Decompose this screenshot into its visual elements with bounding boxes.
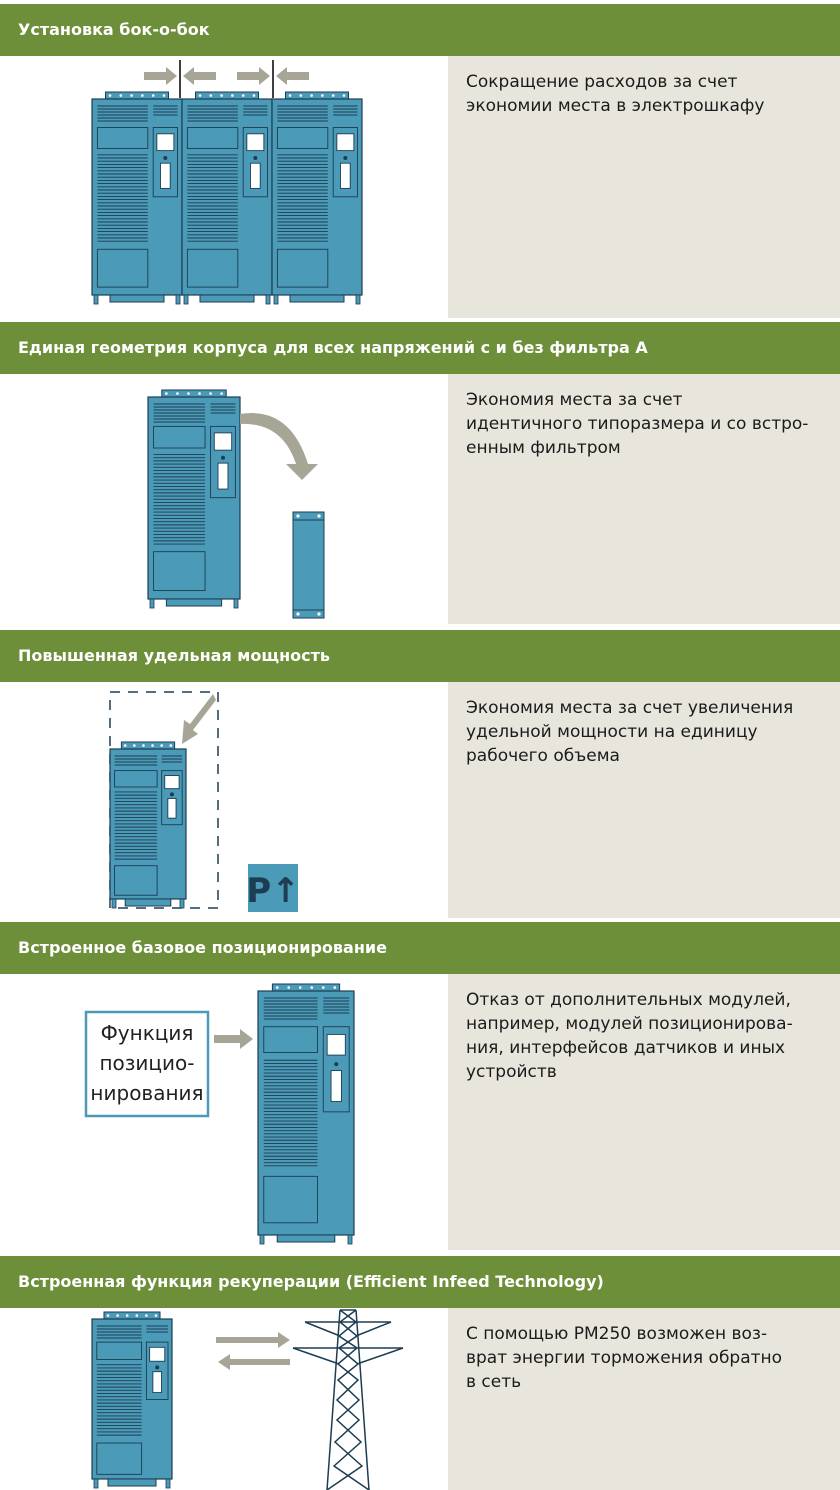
section-description: С помощью PM250 возможен воз- врат энерг… [466,1324,783,1392]
arrow-left-icon [218,1354,290,1370]
arrows-inward [144,60,309,98]
section-side-by-side: Установка бок-о-бок [0,4,840,318]
filter-module-icon [292,511,325,619]
recuperation-illustration [91,1309,404,1490]
power-density-illustration: P↑ [109,691,300,912]
section-description: Экономия места за счет увеличения удельн… [466,698,794,766]
section-description: Отказ от дополнительных модулей, наприме… [466,990,793,1082]
section-recuperation: Встроенная функция рекуперации (Efficien… [0,1256,840,1490]
curved-arrow-icon [240,413,318,480]
description-cell: Отказ от дополнительных модулей, наприме… [452,974,840,1250]
section-header: Встроенная функция рекуперации (Efficien… [0,1256,840,1308]
positioning-illustration: Функция позицио- нирования [84,983,355,1245]
illustration-cell: P↑ [0,682,448,918]
section-description: Сокращение расходов за счет экономии мес… [466,72,765,116]
drive-device-icon [147,389,241,609]
drive-device-icon [271,91,363,305]
arrow-right-icon [144,67,177,85]
arrow-right-icon [216,1332,290,1348]
drive-device-icon [91,1311,173,1489]
illustration-cell [0,56,448,318]
section-header: Установка бок-о-бок [0,4,840,56]
diagonal-arrow-icon [182,694,216,744]
power-pylon-icon [292,1309,404,1490]
drive-device-icon [91,91,183,305]
power-up-label: P↑ [246,871,299,911]
arrow-left-icon [276,67,309,85]
illustration-cell [0,374,448,624]
section-header: Единая геометрия корпуса для всех напряж… [0,322,840,374]
positioning-box-line: Функция [101,1021,194,1045]
description-cell: С помощью PM250 возможен воз- врат энерг… [452,1308,840,1490]
drive-device-icon [109,741,187,909]
description-cell: Экономия места за счет идентичного типор… [452,374,840,624]
section-positioning: Встроенное базовое позиционирование Функ… [0,922,840,1250]
section-power-density: Повышенная удельная мощность P↑ Экономия… [0,630,840,918]
power-up-badge [248,864,298,912]
drive-device-icon [181,91,273,305]
illustration-cell: Функция позицио- нирования [0,974,448,1250]
illustration-cell [0,1308,448,1490]
positioning-box-line: позицио- [99,1051,194,1075]
unified-geometry-illustration [147,389,325,619]
arrow-left-icon [183,67,216,85]
section-header: Встроенное базовое позиционирование [0,922,840,974]
arrow-right-icon [237,67,270,85]
description-cell: Экономия места за счет увеличения удельн… [452,682,840,918]
side-by-side-illustration [91,60,363,305]
drive-device-icon [257,983,355,1245]
section-description: Экономия места за счет идентичного типор… [466,390,809,458]
section-header: Повышенная удельная мощность [0,630,840,682]
section-unified-geometry: Единая геометрия корпуса для всех напряж… [0,322,840,624]
arrow-right-icon [214,1029,253,1049]
positioning-box-line: нирования [90,1081,203,1105]
positioning-function-box [84,1010,210,1118]
description-cell: Сокращение расходов за счет экономии мес… [452,56,840,318]
